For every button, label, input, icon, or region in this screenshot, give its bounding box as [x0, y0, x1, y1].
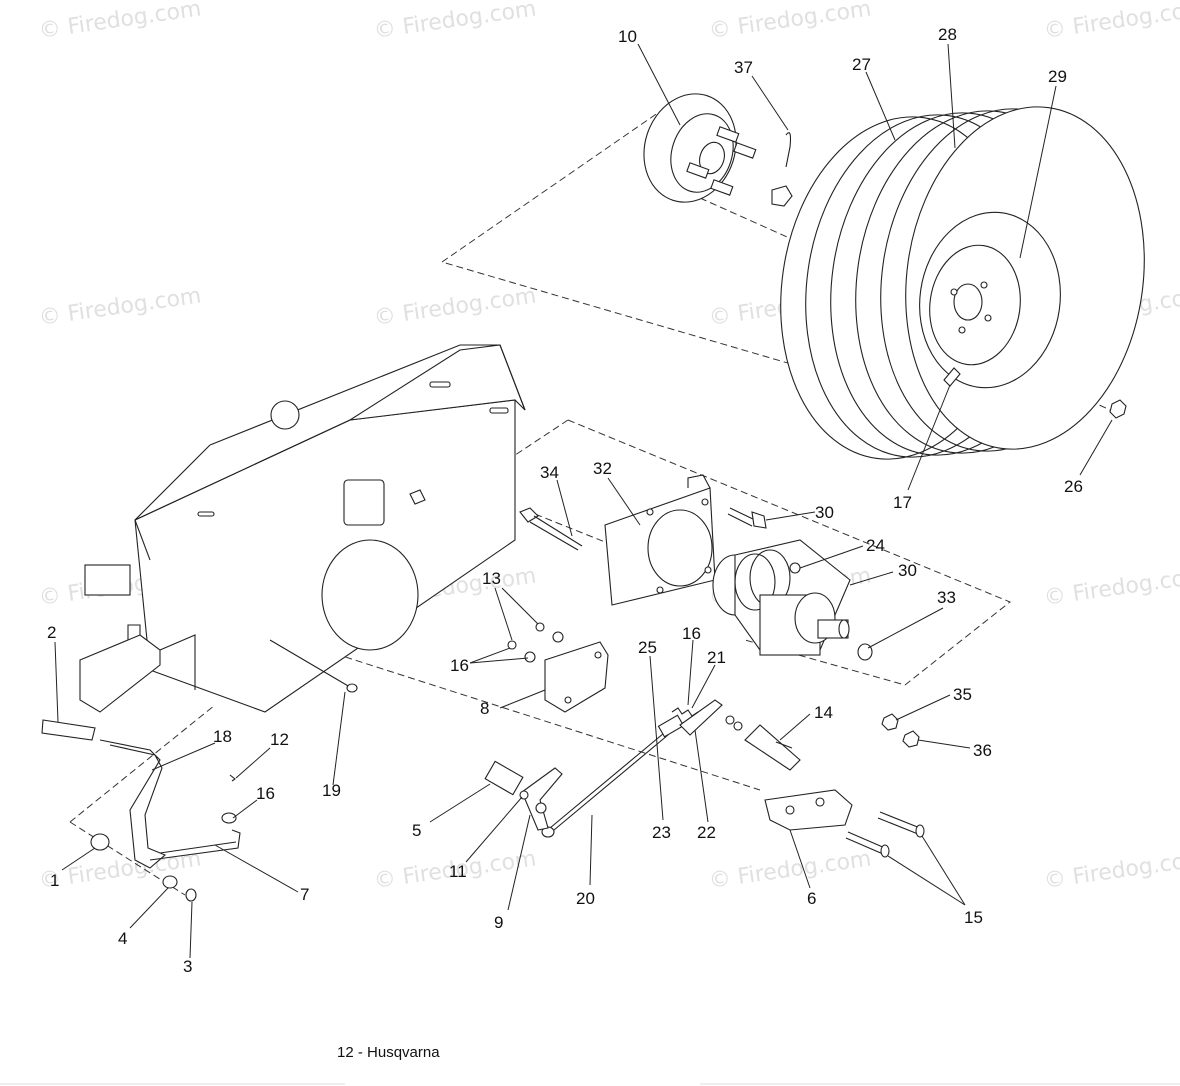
callout-labels: 10 37 27 28 29 26 17 30 24 30 33 35 36 3…: [47, 25, 1083, 976]
callout-4: 4: [118, 929, 127, 948]
watermark-text: © Firedog.com: [1042, 0, 1180, 44]
callout-32: 32: [593, 459, 612, 478]
bolt-head: [535, 622, 545, 632]
callout-17: 17: [893, 493, 912, 512]
motor-bracket: [604, 474, 716, 606]
callout-9: 9: [494, 913, 503, 932]
callout-10: 10: [618, 27, 637, 46]
callout-19: 19: [322, 781, 341, 800]
callout-28: 28: [938, 25, 957, 44]
page-caption: 12 - Husqvarna: [337, 1044, 440, 1061]
rod: [269, 639, 356, 691]
hydraulic-motor: [712, 539, 851, 656]
callout-15: 15: [964, 908, 983, 927]
watermark-text: © Firedog.com: [372, 283, 538, 331]
pedal-bracket: [79, 624, 196, 713]
nut-13: [507, 640, 517, 650]
callout-14: 14: [814, 703, 833, 722]
callout-29: 29: [1048, 67, 1067, 86]
callout-27: 27: [852, 55, 871, 74]
watermark-text: © Firedog.com: [1042, 846, 1180, 894]
bolt: [519, 507, 583, 551]
nut-36: [902, 730, 920, 748]
callout-18: 18: [213, 727, 232, 746]
callout-35: 35: [953, 685, 972, 704]
hub-disc: [643, 93, 793, 207]
watermark-text: © Firedog.com: [372, 0, 538, 44]
tire: [780, 106, 1145, 460]
pivot-arm: [484, 760, 563, 831]
callout-20: 20: [576, 889, 595, 908]
callout-26: 26: [1064, 477, 1083, 496]
pins: [845, 811, 925, 858]
callout-21: 21: [707, 648, 726, 667]
callout-24: 24: [866, 536, 885, 555]
mount-plate: [544, 641, 609, 713]
wheel-nut: [1109, 399, 1127, 419]
watermark-text: © Firedog.com: [707, 0, 873, 44]
callout-5: 5: [412, 821, 421, 840]
callout-11: 11: [449, 862, 467, 881]
brake-caliper: [744, 724, 853, 831]
washer: [857, 643, 873, 661]
callout-33: 33: [937, 588, 956, 607]
callout-1: 1: [50, 871, 59, 890]
watermark-text: © Firedog.com: [707, 846, 873, 894]
nut-35: [881, 713, 899, 731]
leader-lines: [54, 43, 1113, 959]
callout-8: 8: [480, 699, 489, 718]
callout-2: 2: [47, 623, 56, 642]
callout-16: 16: [450, 656, 469, 675]
callout-34: 34: [540, 463, 559, 482]
callout-25: 25: [638, 638, 657, 657]
control-linkage: [541, 699, 743, 838]
watermark-text: © Firedog.com: [37, 283, 203, 331]
callout-37: 37: [734, 58, 753, 77]
watermark-text: © Firedog.com: [1042, 563, 1180, 611]
callout-6: 6: [807, 889, 816, 908]
callout-36: 36: [973, 741, 992, 760]
callout-30b: 30: [898, 561, 917, 580]
chassis-frame: [84, 344, 526, 713]
callout-23: 23: [652, 823, 671, 842]
brake-pedal: [41, 719, 241, 902]
rod-end: [346, 683, 358, 693]
callout-13: 13: [482, 569, 501, 588]
callout-22: 22: [697, 823, 716, 842]
callout-16c: 16: [256, 784, 275, 803]
bolt-30: [727, 507, 767, 529]
callout-7: 7: [300, 885, 309, 904]
callout-16b: 16: [682, 624, 701, 643]
washer-16b: [524, 651, 536, 663]
watermark-text: © Firedog.com: [37, 0, 203, 44]
callout-12: 12: [270, 730, 289, 749]
washer-16: [552, 631, 564, 643]
callout-3: 3: [183, 957, 192, 976]
callout-30: 30: [815, 503, 834, 522]
